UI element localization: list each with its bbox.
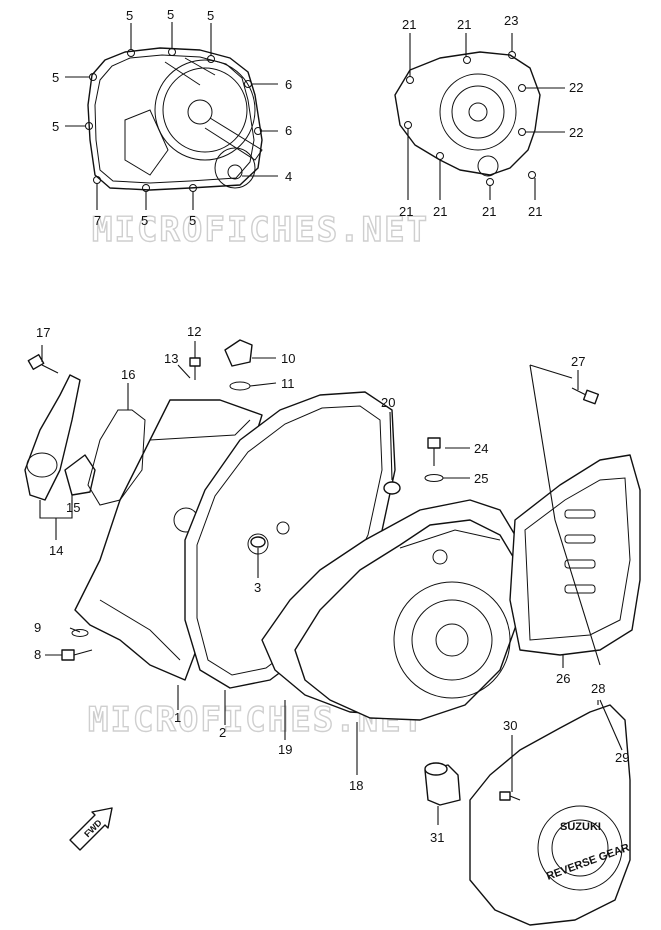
bracket xyxy=(24,374,96,501)
callout-23: 23 xyxy=(504,13,518,28)
callout-16: 16 xyxy=(121,367,135,382)
callout-21: 21 xyxy=(482,204,496,219)
callout-14: 14 xyxy=(49,543,63,558)
callout-29: 29 xyxy=(615,750,629,765)
inset-generator-cover xyxy=(394,51,541,186)
callout-17: 17 xyxy=(36,325,50,340)
callout-21: 21 xyxy=(402,17,416,32)
callout-5: 5 xyxy=(52,70,59,85)
callout-9: 9 xyxy=(34,620,41,635)
bolt-30 xyxy=(499,791,521,801)
cover-stamp-brand: SUZUKI xyxy=(560,821,601,833)
callout-5: 5 xyxy=(207,8,214,23)
bolt-24 xyxy=(424,437,444,482)
oil-filler-plug xyxy=(224,339,253,391)
callout-22: 22 xyxy=(569,80,583,95)
callout-5: 5 xyxy=(167,7,174,22)
callout-6: 6 xyxy=(285,77,292,92)
callout-11: 11 xyxy=(281,376,295,391)
callout-21: 21 xyxy=(528,204,542,219)
callout-numbers: 5 5 5 5 5 6 6 4 7 5 5 21 21 23 22 22 21 … xyxy=(34,7,629,845)
callout-6: 6 xyxy=(285,123,292,138)
callout-15: 15 xyxy=(66,500,80,515)
sprocket-cover xyxy=(509,454,641,656)
shaft xyxy=(424,762,461,806)
callout-27: 27 xyxy=(571,354,585,369)
callout-19: 19 xyxy=(278,742,292,757)
fwd-arrow-icon: FWD xyxy=(69,807,113,851)
dowel-pin-20 xyxy=(383,481,401,495)
dowel-pin-3 xyxy=(250,536,266,548)
bolt-27 xyxy=(571,387,600,405)
callout-21: 21 xyxy=(457,17,471,32)
callout-21: 21 xyxy=(433,204,447,219)
callout-7: 7 xyxy=(94,213,101,228)
callout-18: 18 xyxy=(349,778,363,793)
callout-5: 5 xyxy=(189,213,196,228)
bolt-8 xyxy=(61,629,93,661)
callout-8: 8 xyxy=(34,647,41,662)
callout-4: 4 xyxy=(285,169,292,184)
callout-5: 5 xyxy=(52,119,59,134)
gasket-16 xyxy=(87,409,146,506)
callout-21: 21 xyxy=(399,204,413,219)
callout-24: 24 xyxy=(474,441,488,456)
callout-2: 2 xyxy=(219,725,226,740)
inset-clutch-cover xyxy=(85,47,263,192)
callout-13: 13 xyxy=(164,351,178,366)
callout-20: 20 xyxy=(381,395,395,410)
leader-lines xyxy=(39,22,623,825)
callout-25: 25 xyxy=(474,471,488,486)
callout-12: 12 xyxy=(187,324,201,339)
callout-1: 1 xyxy=(174,710,181,725)
watermark-top: MICROFICHES.NET xyxy=(92,210,429,250)
callout-26: 26 xyxy=(556,671,570,686)
callout-3: 3 xyxy=(254,580,261,595)
bolt-17 xyxy=(27,353,59,374)
callout-31: 31 xyxy=(430,830,444,845)
callout-30: 30 xyxy=(503,718,517,733)
callout-5: 5 xyxy=(141,213,148,228)
callout-28: 28 xyxy=(591,681,605,696)
reverse-gear-cover: SUZUKI REVERSE GEAR xyxy=(469,704,631,926)
bolt-12 xyxy=(189,357,201,380)
callout-5: 5 xyxy=(126,8,133,23)
callout-10: 10 xyxy=(281,351,295,366)
callout-22: 22 xyxy=(569,125,583,140)
